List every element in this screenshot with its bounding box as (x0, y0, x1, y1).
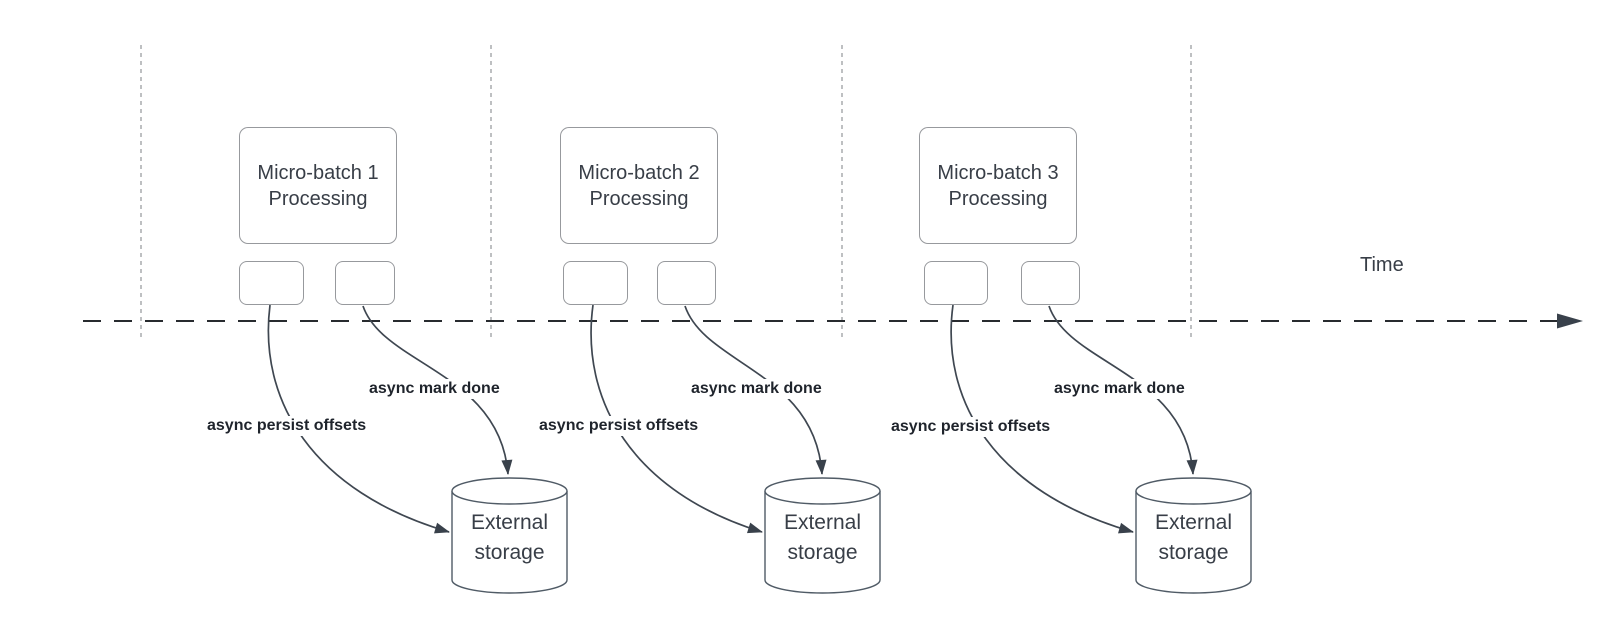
offsets-task-box-3 (924, 261, 988, 305)
mark-done-label-2: async mark done (688, 379, 825, 399)
mark-done-arrow-2 (684, 305, 827, 475)
batch-title-line1: Micro-batch 3 (937, 161, 1059, 184)
external-storage-cylinder-3 (1135, 477, 1252, 594)
mark-done-task-box-3 (1021, 261, 1080, 305)
time-gridlines (140, 45, 1192, 340)
offsets-task-box-1 (239, 261, 304, 305)
external-storage-cylinder-1 (451, 477, 568, 594)
external-storage-cylinder-2 (764, 477, 881, 594)
mark-done-label-1: async mark done (366, 379, 503, 399)
storage-label-2: External storage (783, 511, 862, 564)
cylinder-top (1135, 477, 1252, 505)
time-axis-arrowhead-icon (1557, 313, 1583, 329)
persist-offsets-label-2: async persist offsets (536, 416, 702, 436)
cylinder-body (764, 491, 881, 594)
micro-batch-box-1: Micro-batch 1 Processing (239, 127, 397, 244)
micro-batch-box-3: Micro-batch 3 Processing (919, 127, 1077, 244)
offsets-task-box-2 (563, 261, 628, 305)
persist-offsets-label-3: async persist offsets (888, 417, 1054, 437)
cylinder-body (1135, 491, 1252, 594)
time-label: Time (1360, 254, 1404, 276)
batch-title-line2: Processing (268, 187, 368, 210)
persist-offsets-arrow-3 (950, 304, 1134, 534)
mark-done-task-box-1 (335, 261, 395, 305)
cylinder-top (451, 477, 568, 505)
batch-title-line1: Micro-batch 1 (257, 161, 379, 184)
cylinder-top (764, 477, 881, 505)
storage-label-1: External storage (470, 511, 549, 564)
batch-title-line2: Processing (589, 187, 689, 210)
persist-offsets-arrow-2 (590, 304, 763, 534)
mark-done-task-box-2 (657, 261, 716, 305)
mark-done-arrow-1 (362, 305, 513, 475)
micro-batch-box-2: Micro-batch 2 Processing (560, 127, 718, 244)
batch-title-line2: Processing (948, 187, 1048, 210)
storage-label-3: External storage (1154, 511, 1233, 564)
persist-offsets-label-1: async persist offsets (204, 416, 370, 436)
persist-offsets-arrow-1 (267, 304, 450, 534)
cylinder-body (451, 491, 568, 594)
time-axis (83, 313, 1583, 329)
mark-done-arrow-3 (1048, 305, 1198, 475)
mark-done-label-3: async mark done (1051, 379, 1188, 399)
batch-title-line1: Micro-batch 2 (578, 161, 700, 184)
